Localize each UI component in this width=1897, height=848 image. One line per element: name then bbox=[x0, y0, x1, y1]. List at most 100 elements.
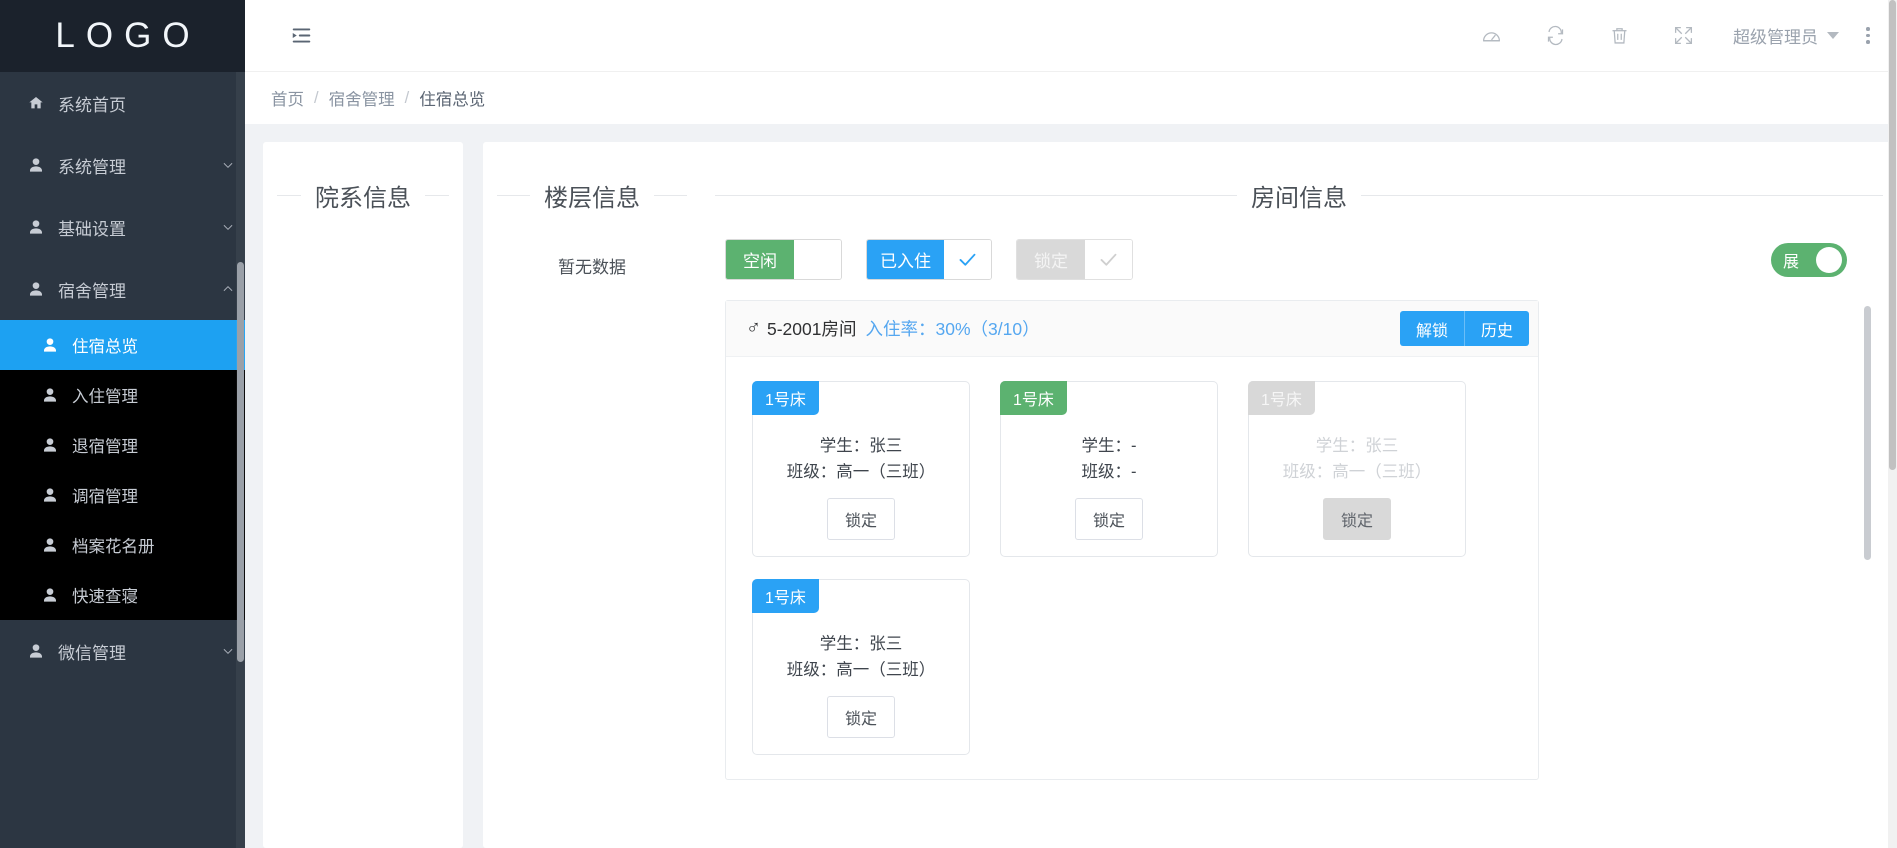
user-icon bbox=[42, 587, 72, 603]
room-list-scrollbar[interactable] bbox=[1863, 300, 1871, 848]
filter-chip-free-checkbox[interactable] bbox=[794, 240, 841, 279]
breadcrumb-item-home[interactable]: 首页 bbox=[271, 91, 304, 109]
sidebar-item-accommodation-overview[interactable]: 住宿总览 bbox=[0, 320, 245, 370]
user-icon bbox=[42, 537, 72, 553]
filter-chip-occupied[interactable]: 已入住 bbox=[866, 239, 992, 280]
bed-class-value: 高一（三班） bbox=[1332, 462, 1432, 481]
bed-student-label: 学生： bbox=[1081, 437, 1132, 455]
page-scrollbar-thumb[interactable] bbox=[1889, 0, 1896, 470]
bed-class-line: 班级：高一（三班） bbox=[1249, 460, 1465, 486]
chevron-down-icon bbox=[211, 644, 245, 658]
unlock-button[interactable]: 解锁 bbox=[1399, 311, 1465, 346]
bed-grid: 1号床 学生：张三 班级：高一（三班） 锁定 bbox=[726, 357, 1538, 779]
sidebar-item-wechat-management[interactable]: 微信管理 bbox=[0, 620, 245, 682]
bed-lock-button[interactable]: 锁定 bbox=[1074, 498, 1143, 541]
filter-chip-free-label: 空闲 bbox=[726, 240, 794, 279]
expand-toggle-label: 展 bbox=[1783, 253, 1800, 271]
bed-student-line: 学生：张三 bbox=[1249, 434, 1465, 460]
hamburger-icon[interactable] bbox=[291, 25, 312, 46]
refresh-icon[interactable] bbox=[1523, 25, 1587, 46]
sidebar-item-label: 退宿管理 bbox=[72, 438, 138, 456]
filter-chip-occupied-label: 已入住 bbox=[867, 240, 944, 279]
sidebar: LOGO 系统首页 系统管理 bbox=[0, 0, 245, 848]
divider-line bbox=[1361, 195, 1883, 196]
sidebar-item-label: 系统首页 bbox=[58, 95, 126, 115]
breadcrumb-item-dormitory-management[interactable]: 宿舍管理 bbox=[328, 91, 395, 109]
expand-toggle-knob bbox=[1816, 246, 1842, 273]
check-icon bbox=[959, 253, 976, 266]
chevron-up-icon bbox=[211, 282, 245, 296]
sidebar-item-checkout-management[interactable]: 退宿管理 bbox=[0, 420, 245, 470]
dashboard-gauge-icon[interactable] bbox=[1459, 25, 1523, 46]
sidebar-item-label: 住宿总览 bbox=[72, 338, 138, 356]
vertical-ellipsis-icon[interactable] bbox=[1839, 27, 1897, 44]
sidebar-item-home[interactable]: 系统首页 bbox=[0, 72, 245, 134]
breadcrumb-item-accommodation-overview: 住宿总览 bbox=[419, 91, 486, 109]
bed-class-label: 班级： bbox=[786, 660, 837, 679]
bed-class-value: 高一（三班） bbox=[836, 462, 936, 481]
sidebar-item-quick-bed-check[interactable]: 快速查寝 bbox=[0, 570, 245, 620]
sidebar-item-basic-settings[interactable]: 基础设置 bbox=[0, 196, 245, 258]
bed-card-body: 学生：张三 班级：高一（三班） 锁定 bbox=[753, 382, 969, 541]
bed-card[interactable]: 1号床 学生：张三 班级：高一（三班） 锁定 bbox=[1248, 381, 1466, 557]
bed-class-label: 班级： bbox=[1081, 462, 1132, 481]
department-panel: 院系信息 bbox=[263, 142, 463, 848]
fullscreen-icon[interactable] bbox=[1651, 25, 1715, 46]
room-occupancy-label: 入住率： bbox=[865, 319, 936, 339]
floor-empty-text: 暂无数据 bbox=[558, 258, 626, 277]
floor-panel-title: 楼层信息 bbox=[483, 142, 701, 213]
sidebar-item-checkin-management[interactable]: 入住管理 bbox=[0, 370, 245, 420]
filter-chip-locked-label: 锁定 bbox=[1017, 240, 1085, 279]
department-panel-title: 院系信息 bbox=[263, 142, 463, 213]
ellipsis-dots bbox=[1866, 27, 1870, 44]
chevron-down-icon bbox=[211, 158, 245, 172]
bed-lock-button[interactable]: 锁定 bbox=[826, 498, 895, 541]
sidebar-item-label: 宿舍管理 bbox=[58, 281, 126, 301]
room-list-scrollbar-thumb[interactable] bbox=[1864, 306, 1871, 560]
user-menu[interactable]: 超级管理员 bbox=[1733, 23, 1839, 48]
bed-number-badge: 1号床 bbox=[1000, 381, 1067, 415]
bed-card-body: 学生：- 班级：- 锁定 bbox=[1001, 382, 1217, 541]
sidebar-nav: 系统首页 系统管理 基础设置 bbox=[0, 72, 245, 848]
sidebar-item-dormitory-management[interactable]: 宿舍管理 bbox=[0, 258, 245, 320]
room-occupancy-value: 30%（3/10） bbox=[935, 319, 1040, 339]
home-icon bbox=[28, 95, 58, 111]
bed-card[interactable]: 1号床 学生：- 班级：- 锁定 bbox=[1000, 381, 1218, 557]
bed-card[interactable]: 1号床 学生：张三 班级：高一（三班） 锁定 bbox=[752, 579, 970, 755]
bed-class-value: - bbox=[1131, 462, 1137, 481]
floor-panel: 楼层信息 暂无数据 bbox=[483, 142, 701, 848]
room-panel: 房间信息 空闲 已入住 bbox=[701, 142, 1897, 848]
bed-class-line: 班级：高一（三班） bbox=[753, 460, 969, 486]
sidebar-scrollbar[interactable] bbox=[236, 72, 245, 848]
logo-text: LOGO bbox=[55, 16, 201, 55]
trash-icon[interactable] bbox=[1587, 25, 1651, 46]
bed-number-badge: 1号床 bbox=[752, 579, 819, 613]
breadcrumb-separator: / bbox=[314, 88, 319, 107]
bed-lock-button[interactable]: 锁定 bbox=[826, 696, 895, 739]
page-scrollbar[interactable] bbox=[1888, 0, 1897, 848]
room-panel-title: 房间信息 bbox=[701, 142, 1897, 213]
filter-chip-occupied-checkbox[interactable] bbox=[944, 240, 991, 279]
bed-class-value: 高一（三班） bbox=[836, 660, 936, 679]
user-icon bbox=[42, 487, 72, 503]
sidebar-item-label: 快速查寝 bbox=[72, 588, 138, 606]
user-icon bbox=[28, 281, 58, 297]
bed-lock-button[interactable]: 锁定 bbox=[1322, 498, 1391, 541]
room-action-buttons: 解锁 历史 bbox=[1399, 311, 1529, 346]
sidebar-item-transfer-management[interactable]: 调宿管理 bbox=[0, 470, 245, 520]
bed-student-value: - bbox=[1131, 437, 1137, 455]
bed-class-line: 班级：高一（三班） bbox=[753, 658, 969, 684]
check-icon bbox=[1100, 253, 1117, 266]
divider-line bbox=[654, 195, 687, 196]
chevron-down-icon bbox=[211, 220, 245, 234]
filter-chip-free[interactable]: 空闲 bbox=[725, 239, 842, 280]
top-header-bar: 超级管理员 bbox=[245, 0, 1897, 72]
sidebar-item-archive-roster[interactable]: 档案花名册 bbox=[0, 520, 245, 570]
filter-chip-locked: 锁定 bbox=[1016, 239, 1133, 280]
expand-toggle[interactable]: 展 bbox=[1771, 242, 1847, 277]
male-symbol-icon: ♂ bbox=[746, 317, 761, 339]
bed-card[interactable]: 1号床 学生：张三 班级：高一（三班） 锁定 bbox=[752, 381, 970, 557]
sidebar-scrollbar-thumb[interactable] bbox=[237, 262, 244, 662]
sidebar-item-system-management[interactable]: 系统管理 bbox=[0, 134, 245, 196]
history-button[interactable]: 历史 bbox=[1464, 311, 1529, 346]
